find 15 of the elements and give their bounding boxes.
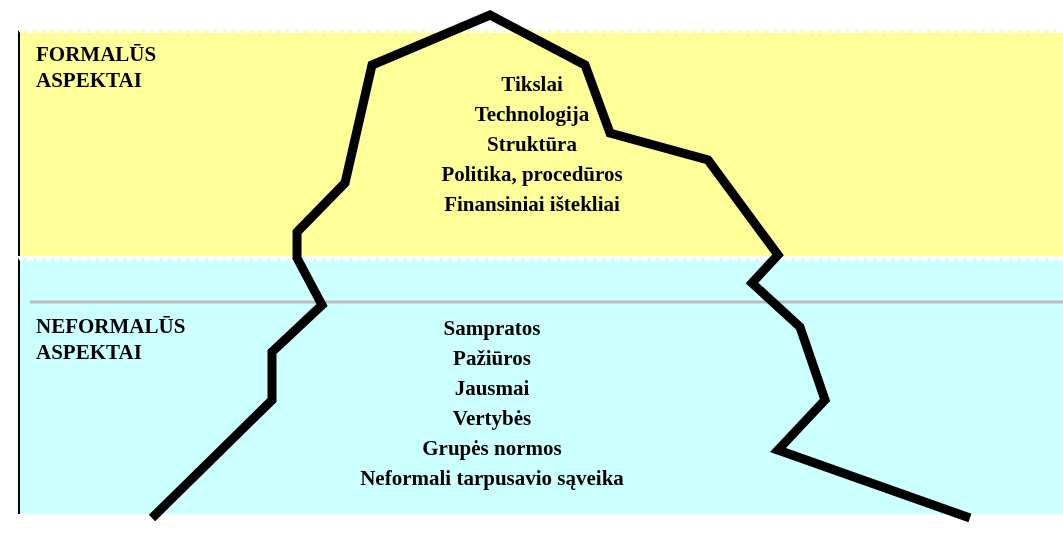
layer-heading: FORMALŪS ASPEKTAI bbox=[36, 41, 158, 93]
aspect-item: Pažiūros bbox=[453, 345, 531, 371]
aspect-item: Neformali tarpusavio sąveika bbox=[360, 465, 624, 491]
aspect-item: Finansiniai ištekliai bbox=[444, 191, 620, 217]
aspect-item: Technologija bbox=[474, 101, 590, 127]
aspect-item: Sampratos bbox=[443, 315, 541, 341]
aspect-item: Struktūra bbox=[487, 131, 577, 157]
aspect-item: Tikslai bbox=[501, 71, 563, 97]
layer-band bbox=[18, 258, 1063, 514]
aspect-item: Grupės normos bbox=[422, 435, 562, 461]
layer-heading: NEFORMALŪS ASPEKTAI bbox=[36, 313, 187, 365]
layer-band bbox=[18, 30, 1063, 256]
aspect-item: Politika, procedūros bbox=[441, 161, 623, 187]
aspect-item: Jausmai bbox=[454, 375, 530, 401]
aspect-item: Vertybės bbox=[452, 405, 532, 431]
